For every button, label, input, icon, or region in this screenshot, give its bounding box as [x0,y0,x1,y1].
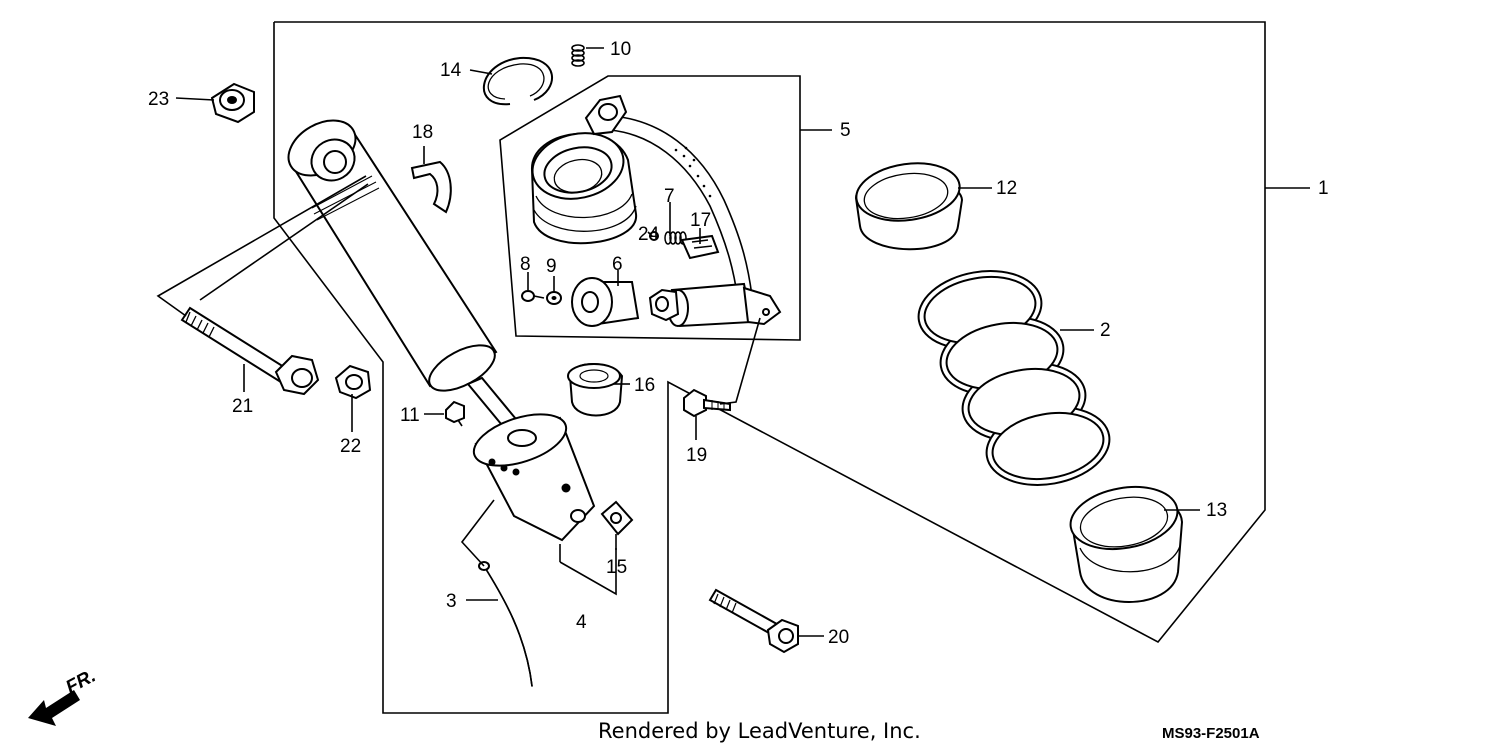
assembly-outline [273,21,1266,714]
part-15-plate[interactable] [600,500,634,536]
part-8-screw[interactable] [521,290,545,302]
callout-10: 10 [610,39,631,60]
part-7-spring[interactable] [664,231,687,245]
shock-absorber[interactable] [279,109,596,542]
part-18-clip[interactable] [410,160,452,214]
callout-19: 19 [686,445,707,466]
footer-credit: Rendered by LeadVenture, Inc. [598,719,921,743]
part-3-tube[interactable] [483,565,533,687]
part-6-knob[interactable] [571,277,640,327]
callout-20: 20 [828,627,849,648]
part-13-seat[interactable] [1066,479,1184,603]
callout-14: 14 [440,60,462,81]
adjuster-fitting[interactable] [648,288,680,322]
callout-15: 15 [606,557,627,578]
callout-3: 3 [446,591,457,612]
part-16-bumpstop[interactable] [567,363,624,417]
callout-21: 21 [232,396,253,417]
part-19-bolt[interactable] [683,388,731,418]
callout-labels: 1 2 3 4 5 6 7 8 9 10 11 12 13 14 15 16 1… [148,39,1329,648]
part-14-ring[interactable] [482,56,554,106]
subassembly-outline [499,75,801,341]
callout-4: 4 [576,612,587,633]
callout-8: 8 [520,254,531,275]
part-20-bolt[interactable] [708,588,799,654]
callout-23: 23 [148,89,169,110]
part-9-washer[interactable] [546,291,562,305]
callout-22: 22 [340,436,361,457]
direction-label: FR. [62,666,99,699]
callout-13: 13 [1206,500,1227,521]
callout-1: 1 [1318,178,1329,199]
callout-2: 2 [1100,320,1111,341]
callout-16: 16 [634,375,655,396]
leader-lines [156,47,1310,637]
callout-5: 5 [840,120,851,141]
callout-9: 9 [546,256,557,277]
front-direction-arrow: FR. [28,666,99,726]
part-10-spring[interactable] [571,44,585,67]
reservoir-assembly[interactable] [526,94,782,328]
callout-12: 12 [996,178,1017,199]
part-12-seat[interactable] [853,157,964,251]
callout-6: 6 [612,254,623,275]
part-22-nut[interactable] [334,364,372,400]
part-11-bolt[interactable] [445,400,465,427]
callout-17: 17 [690,210,711,231]
diagram-code: MS93-F2501A [1162,725,1260,742]
part-2-spring[interactable] [912,262,1115,494]
callout-24: 24 [638,224,660,245]
callout-18: 18 [412,122,433,143]
part-23-nut[interactable] [210,82,255,124]
callout-7: 7 [664,186,675,207]
callout-11: 11 [400,405,420,426]
part-24-ball[interactable] [649,231,659,241]
part-21-bolt[interactable] [180,306,320,396]
